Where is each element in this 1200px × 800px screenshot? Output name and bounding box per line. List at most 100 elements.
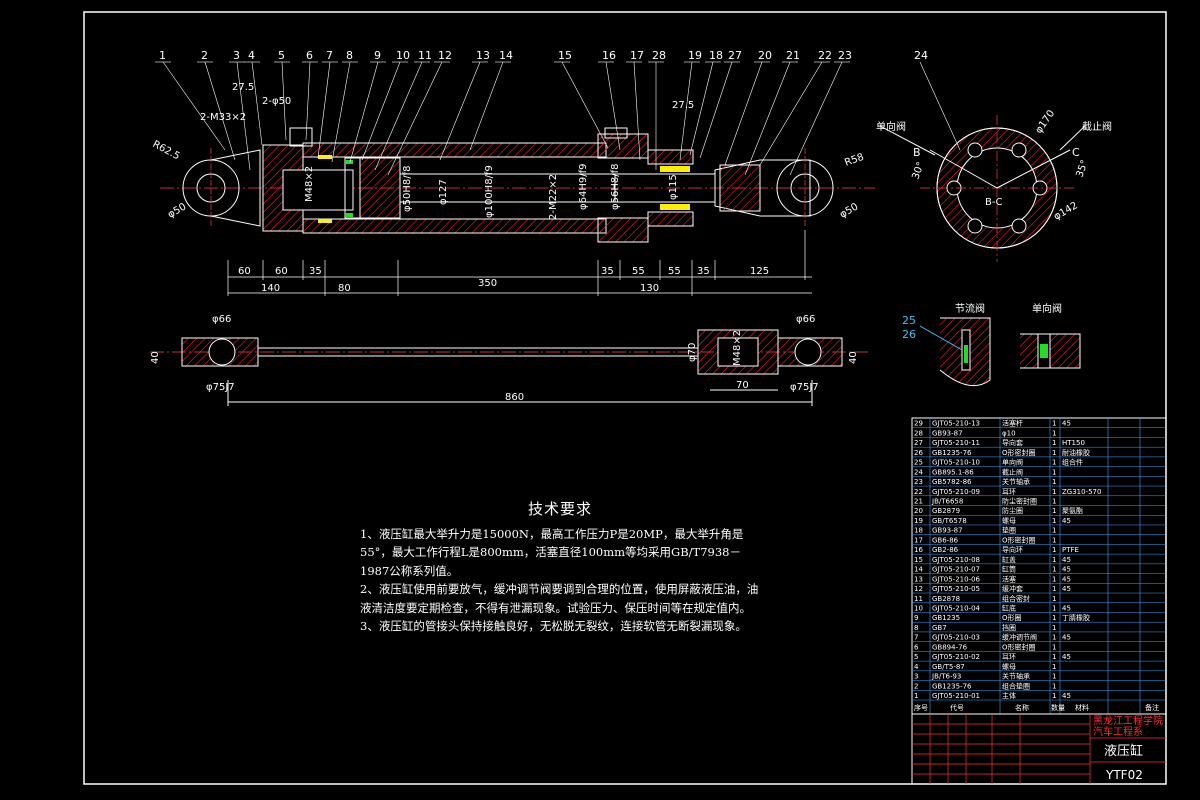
balloon-22: 22	[818, 49, 832, 62]
bom-no-9: 9	[914, 614, 918, 622]
balloon-18: 18	[709, 49, 723, 62]
bom-code-14: GJT05-210-07	[932, 566, 980, 574]
bom-mat-1: 45	[1062, 692, 1071, 700]
bom-qty-15: 1	[1052, 556, 1056, 564]
rod-phi66-left: φ66	[212, 314, 231, 325]
dim-phi50-left: φ50	[166, 201, 188, 220]
balloon-23: 23	[838, 49, 852, 62]
dim-55b: 55	[668, 266, 681, 277]
bom-name-9: O形圈	[1002, 614, 1022, 622]
bom-qty-16: 1	[1052, 546, 1056, 554]
dim-125: 125	[750, 266, 769, 277]
bom-code-15: GJT05-210-08	[932, 556, 980, 564]
detail-label-check: 单向阀	[1032, 302, 1062, 315]
side-b: B	[913, 146, 921, 159]
bom-no-26: 26	[914, 449, 923, 457]
bom-no-20: 20	[914, 507, 923, 515]
dim-phi50h: φ50H8/f8	[402, 166, 413, 212]
bom-no-19: 19	[914, 517, 923, 525]
bom-no-5: 5	[914, 653, 918, 661]
bom-code-12: GJT05-210-05	[932, 585, 980, 593]
bom-qty-13: 1	[1052, 575, 1056, 583]
bom-code-11: GB2878	[932, 595, 960, 603]
rod-h40-right: 40	[848, 351, 859, 364]
bom-code-25: GJT05-210-10	[932, 459, 980, 467]
title-part-name: 液压缸	[1104, 743, 1143, 759]
bom-qty-28: 1	[1052, 429, 1056, 437]
bom-code-13: GJT05-210-06	[932, 575, 981, 583]
dim-phi56: φ56H8/f8	[610, 164, 621, 210]
bom-code-17: GB6-86	[932, 536, 959, 544]
piston-rod-view	[150, 329, 870, 406]
note-2: 2、液压缸使用前要放气，缓冲调节阀要调到合理的位置，使用屏蔽液压油，油液清洁度要…	[360, 582, 759, 615]
bom-name-23: 关节轴承	[1002, 477, 1030, 486]
bom-name-13: 活塞	[1002, 574, 1016, 583]
bom-name-15: 缸盖	[1002, 555, 1016, 564]
bom-mat-22: ZG310-570	[1062, 488, 1101, 496]
bom-qty-3: 1	[1052, 673, 1056, 681]
side-c: C	[1072, 146, 1080, 159]
bom-header-0: 序号	[914, 703, 928, 712]
rod-phi75-left: φ75J7	[206, 382, 235, 393]
bom-code-21: JB/T6658	[931, 498, 963, 506]
balloon-side: 24	[914, 49, 928, 62]
rod-m48: M48×2	[732, 330, 743, 366]
bom-mat-20: 聚氨酯	[1062, 506, 1083, 515]
dim-350: 350	[478, 278, 497, 289]
end-side-view	[879, 115, 1086, 262]
technical-requirements: 技术要求 1、液压缸最大举升力是15000N，最高工作压力P是20MP，最大举升…	[360, 500, 760, 636]
bom-no-1: 1	[914, 692, 918, 700]
balloon-15: 15	[558, 49, 572, 62]
note-3: 3、液压缸的管接头保持接触良好，无松脱无裂纹，连接软管无断裂漏现象。	[360, 619, 747, 633]
bom-name-27: 导向套	[1002, 438, 1023, 447]
bom-name-24: 截止阀	[1002, 467, 1023, 476]
bom-no-7: 7	[914, 634, 918, 642]
bom-qty-10: 1	[1052, 604, 1056, 612]
bom-name-17: O形密封圈	[1002, 535, 1036, 544]
bom-code-2: GB1235-76	[932, 682, 972, 690]
balloon-11: 11	[418, 49, 432, 62]
main-dimension-text: 60 60 35 140 80 350 35 55 55 35 125 130 …	[151, 82, 866, 294]
dim-130: 130	[640, 283, 659, 294]
detail-views	[919, 317, 1081, 387]
bom-qty-20: 1	[1052, 507, 1056, 515]
bom-code-28: GB93-87	[932, 429, 963, 437]
bom-qty-2: 1	[1052, 682, 1056, 690]
bom-mat-14: 45	[1062, 566, 1071, 574]
balloon-detail-26: 26	[902, 328, 916, 341]
bom-qty-1: 1	[1052, 692, 1056, 700]
title-dept: 汽车工程系	[1093, 725, 1143, 738]
bom-name-14: 缸筒	[1002, 565, 1016, 574]
rod-phi75-right: φ75J7	[790, 382, 819, 393]
dim-27-left: 27.5	[232, 82, 254, 93]
bom-mat-26: 耐油橡胶	[1062, 448, 1090, 457]
bom-mat-7: 45	[1062, 634, 1071, 642]
bom-qty-14: 1	[1052, 566, 1056, 574]
bom-name-29: 活塞杆	[1002, 419, 1023, 428]
balloon-28: 28	[652, 49, 666, 62]
side-d170: φ170	[1033, 108, 1057, 135]
bom-code-26: GB1235-76	[932, 449, 972, 457]
bom-code-5: GJT05-210-02	[932, 653, 980, 661]
side-a30: 30°	[910, 161, 926, 181]
bom-name-7: 缓冲调节阀	[1002, 633, 1037, 642]
balloon-12: 12	[438, 49, 452, 62]
bom-name-4: 螺母	[1002, 662, 1016, 671]
rod-phi66-right: φ66	[796, 314, 815, 325]
bom-no-13: 13	[914, 575, 923, 583]
bom-name-18: 垫圈	[1002, 526, 1016, 535]
bom-name-20: 防尘圈	[1002, 506, 1023, 515]
bom-header-1: 代号	[950, 703, 964, 712]
dim-m48: M48×2	[304, 166, 315, 202]
main-dimensions	[227, 230, 812, 296]
bom-name-6: O形密封圈	[1002, 642, 1036, 651]
bom-qty-23: 1	[1052, 478, 1056, 486]
bom-no-6: 6	[914, 643, 919, 651]
dim-m33: 2-M33×2	[200, 112, 246, 123]
bom-code-3: JB/T6-93	[931, 673, 961, 681]
bom-header-5: 备注	[1145, 703, 1159, 712]
bom-no-10: 10	[914, 604, 923, 612]
dim-phi115: φ115	[668, 174, 679, 200]
